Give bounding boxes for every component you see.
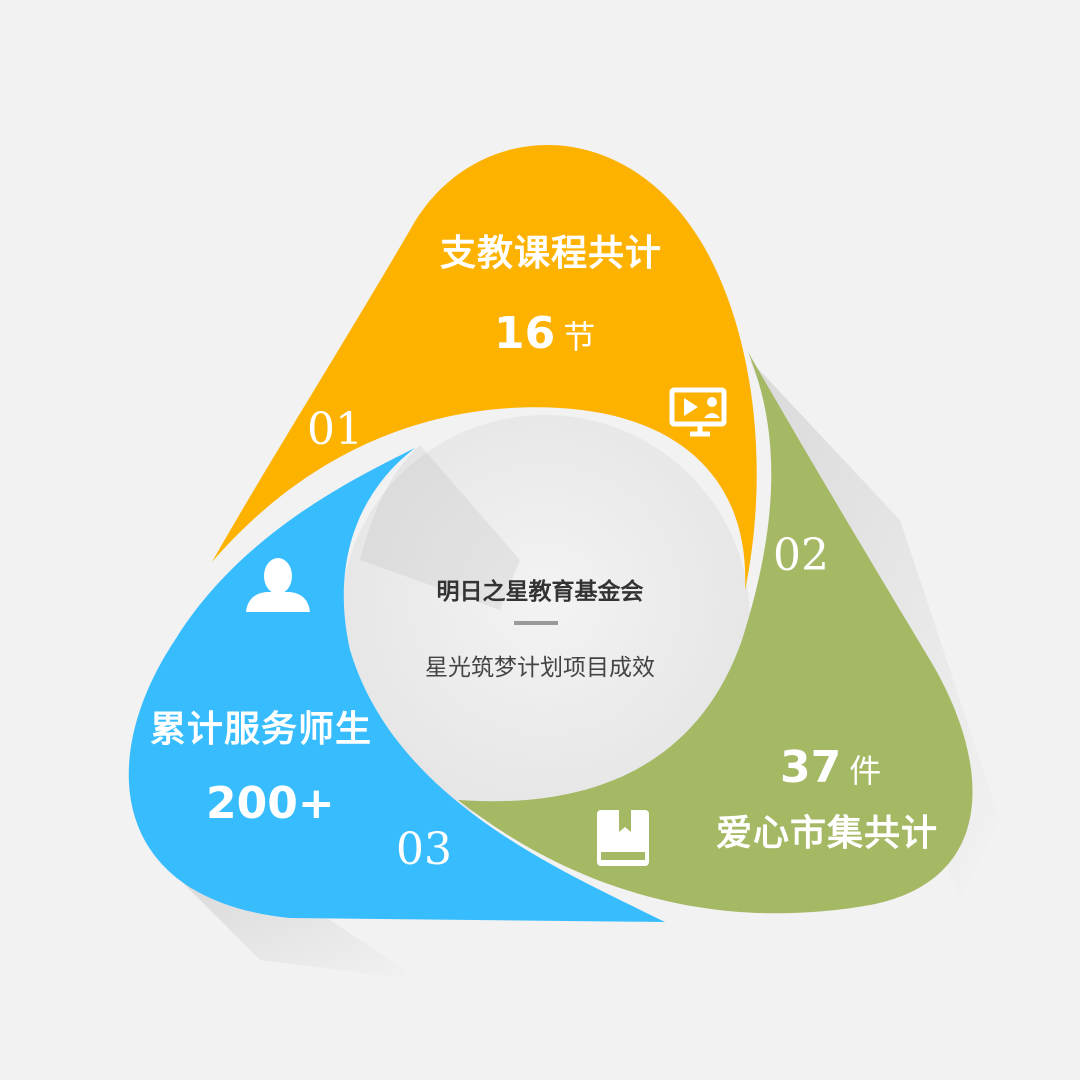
segment-01-unit: 节	[563, 318, 596, 356]
segment-01-shape	[212, 145, 757, 590]
segment-03-value: 200+	[206, 778, 335, 829]
segment-03-title: 累计服务师生	[150, 709, 373, 750]
segment-01-value: 16	[494, 308, 556, 359]
center-subtitle: 星光筑梦计划项目成效	[425, 655, 655, 681]
segment-01-index: 01	[307, 404, 363, 455]
user-icon	[246, 558, 310, 612]
segment-02-title: 爱心市集共计	[716, 813, 939, 854]
center-circle	[340, 415, 750, 825]
book-icon	[597, 810, 649, 866]
segment-02-unit: 件	[849, 752, 882, 790]
segment-02-value: 37	[780, 742, 842, 793]
segment-02-index: 02	[773, 530, 829, 581]
video-lesson-icon	[669, 387, 727, 437]
segment-03-stat: 200+	[206, 782, 335, 826]
segment-03-index: 03	[396, 824, 452, 875]
center-title: 明日之星教育基金会	[436, 579, 644, 605]
center-inner-shadow	[360, 445, 520, 610]
segment-01-title: 支教课程共计	[440, 233, 663, 274]
center-divider	[514, 621, 558, 625]
segment-02-shape	[458, 352, 973, 914]
segment-03-shape	[128, 448, 666, 922]
